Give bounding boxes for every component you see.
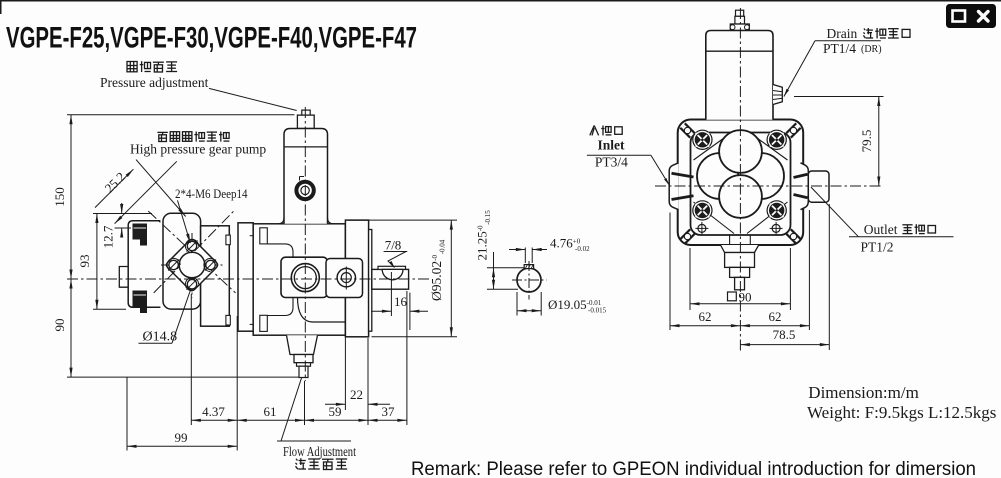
svg-text:16: 16 <box>394 294 408 309</box>
svg-text:Inlet: Inlet <box>598 138 626 153</box>
svg-text:Flow Adjustment: Flow Adjustment <box>283 444 356 459</box>
svg-text:90: 90 <box>739 290 752 305</box>
svg-text:-0.04: -0.04 <box>439 239 447 254</box>
svg-text:Outlet: Outlet <box>864 222 898 237</box>
svg-text:Ø95.02-0: Ø95.02-0 <box>429 255 444 301</box>
svg-text:Dimension:m/m: Dimension:m/m <box>808 383 919 402</box>
svg-text:High pressure gear pump: High pressure gear pump <box>130 142 266 157</box>
svg-text:Ø14.8: Ø14.8 <box>143 330 178 345</box>
svg-text:90: 90 <box>52 319 67 332</box>
svg-text:VGPE-F25,VGPE-F30,VGPE-F40,VGP: VGPE-F25,VGPE-F30,VGPE-F40,VGPE-F47 <box>6 22 417 55</box>
svg-text:-0.015: -0.015 <box>588 307 607 315</box>
svg-text:Drain: Drain <box>827 26 858 41</box>
svg-text:Remark: Please refer to GPEON: Remark: Please refer to GPEON individual… <box>411 458 976 478</box>
svg-text:62: 62 <box>769 309 782 324</box>
svg-text:22: 22 <box>350 387 363 402</box>
svg-text:(DR): (DR) <box>861 44 882 55</box>
svg-text:61: 61 <box>264 404 277 419</box>
svg-text:2*4-M6 Deep14: 2*4-M6 Deep14 <box>175 186 248 201</box>
svg-text:99: 99 <box>175 430 188 445</box>
svg-text:78.5: 78.5 <box>773 327 796 342</box>
svg-text:150: 150 <box>52 187 67 207</box>
svg-text:4.37: 4.37 <box>202 404 225 419</box>
svg-text:37: 37 <box>382 404 396 419</box>
svg-text:-0.02: -0.02 <box>575 245 590 253</box>
svg-text:PT1/4: PT1/4 <box>823 41 856 56</box>
svg-text:93: 93 <box>77 255 92 268</box>
svg-text:-0.15: -0.15 <box>484 210 492 225</box>
svg-text:62: 62 <box>699 309 712 324</box>
svg-text:PT1/2: PT1/2 <box>861 240 894 255</box>
svg-text:Pressure adjustment: Pressure adjustment <box>100 75 209 90</box>
svg-text:Weight: F:9.5kgs L:12.5kgs: Weight: F:9.5kgs L:12.5kgs <box>807 403 996 422</box>
svg-text:59: 59 <box>329 404 342 419</box>
svg-text:PT3/4: PT3/4 <box>595 155 628 170</box>
svg-text:12.7: 12.7 <box>101 225 116 248</box>
svg-text:21.25-0: 21.25-0 <box>475 225 490 261</box>
svg-text:79.5: 79.5 <box>859 130 874 153</box>
svg-text:7/8: 7/8 <box>385 238 402 253</box>
